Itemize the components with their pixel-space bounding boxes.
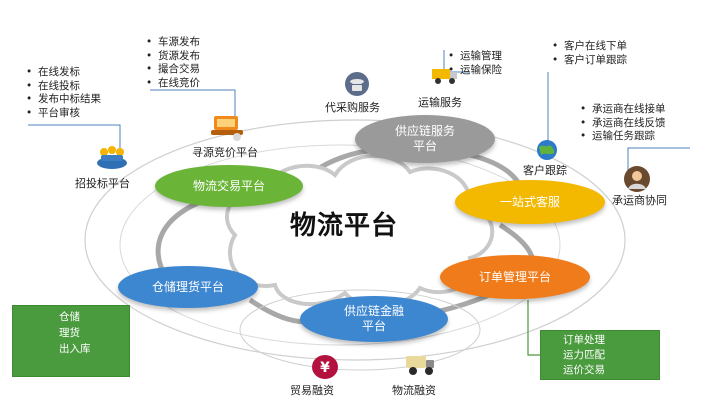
list-item: 车源发布 <box>146 36 200 50</box>
svg-text:¥: ¥ <box>320 360 330 376</box>
bidding-list: 在线发标 在线投标 发布中标结果 平台审核 <box>26 66 101 120</box>
label-trade-finance: 贸易融资 <box>290 384 334 397</box>
carrier-list: 承运商在线接单 承运商在线反馈 运输任务跟踪 <box>580 103 666 144</box>
list-item: 运输任务跟踪 <box>580 130 666 144</box>
list-item: 运输管理 <box>448 50 502 64</box>
node-warehouse[interactable]: 仓储理货平台 <box>118 266 258 308</box>
node-one-stop-service-label: 一站式客服 <box>499 194 560 209</box>
label-customer-tracking: 客户跟踪 <box>523 164 567 177</box>
node-order-management-label: 订单管理平台 <box>478 269 551 284</box>
list-item: 撮合交易 <box>146 63 200 77</box>
label-transport-service: 运输服务 <box>418 96 462 109</box>
delivery-truck-icon <box>406 356 434 375</box>
node-supply-chain-service[interactable]: 供应链服务 平台 <box>355 115 495 163</box>
globe-icon <box>537 140 557 160</box>
box-item: 运力匹配 <box>563 349 605 361</box>
person-icon <box>624 166 650 192</box>
node-one-stop-service[interactable]: 一站式客服 <box>455 180 605 224</box>
list-item: 在线发标 <box>26 66 101 80</box>
box-item: 运价交易 <box>563 364 605 376</box>
warehouse-box: 仓储 理货 出入库 <box>12 305 130 377</box>
node-logistics-trade[interactable]: 物流交易平台 <box>155 165 303 207</box>
bidding-connector <box>28 124 121 148</box>
label-procurement-service: 代采购服务 <box>325 101 380 114</box>
node-order-management[interactable]: 订单管理平台 <box>440 255 590 299</box>
carrier-connector <box>627 147 690 170</box>
customer-list: 客户在线下单 客户订单跟踪 <box>552 40 627 67</box>
list-item: 在线投标 <box>26 80 101 94</box>
outer-ring <box>84 119 626 361</box>
center-title: 物流平台 <box>290 211 399 241</box>
list-item: 客户订单跟踪 <box>552 54 627 68</box>
list-item: 承运商在线接单 <box>580 103 666 117</box>
box-item: 订单处理 <box>563 334 605 346</box>
inner-ring <box>119 144 561 346</box>
list-item: 客户在线下单 <box>552 40 627 54</box>
node-supply-chain-service-line1: 供应链服务 <box>394 124 455 138</box>
sourcing-list: 车源发布 货源发布 撮合交易 在线竞价 <box>146 36 200 90</box>
node-supply-chain-finance[interactable]: 供应链金融 平台 <box>300 296 448 342</box>
node-supply-chain-finance-line1: 供应链金融 <box>343 304 404 318</box>
list-item: 平台审核 <box>26 107 101 121</box>
transport-list: 运输管理 运输保险 <box>448 50 502 77</box>
sourcing-connector <box>150 89 236 118</box>
list-item: 发布中标结果 <box>26 93 101 107</box>
box-item: 理货 <box>59 327 80 339</box>
node-supply-chain-service-line2: 平台 <box>412 139 437 153</box>
list-item: 货源发布 <box>146 50 200 64</box>
node-warehouse-label: 仓储理货平台 <box>151 279 224 294</box>
label-bidding-platform: 招投标平台 <box>75 177 130 190</box>
node-logistics-trade-label: 物流交易平台 <box>192 178 265 193</box>
node-supply-chain-finance-line2: 平台 <box>361 319 386 333</box>
order-box: 订单处理 运力匹配 运价交易 <box>540 330 660 380</box>
box-item: 仓储 <box>59 311 80 323</box>
list-item: 运输保险 <box>448 64 502 78</box>
list-item: 在线竞价 <box>146 77 200 91</box>
laptop-stack-icon <box>211 116 243 141</box>
order-connector <box>527 300 540 356</box>
label-sourcing-platform: 寻源竞价平台 <box>192 146 258 159</box>
phone-icon <box>345 72 369 96</box>
people-meeting-icon <box>97 146 127 169</box>
label-carrier-collab: 承运商协同 <box>612 194 667 207</box>
box-item: 出入库 <box>59 343 91 355</box>
yen-icon: ¥ <box>312 355 338 379</box>
finance-ring <box>239 289 481 371</box>
list-item: 承运商在线反馈 <box>580 117 666 131</box>
label-logistics-finance: 物流融资 <box>392 384 436 397</box>
